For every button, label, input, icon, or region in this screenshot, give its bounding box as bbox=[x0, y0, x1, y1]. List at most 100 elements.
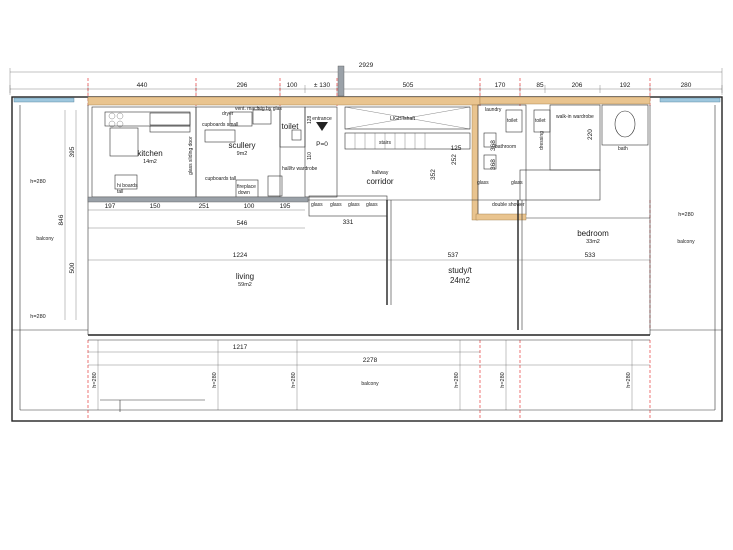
p0-label: P=0 bbox=[316, 141, 328, 148]
dim-395: 395 bbox=[69, 146, 76, 157]
hi-boards-sub-label: tall bbox=[117, 189, 123, 195]
dim-100: 100 bbox=[244, 203, 255, 210]
living-area-label: 59m2 bbox=[238, 282, 252, 288]
dim-331-label: 331 bbox=[343, 219, 354, 226]
dim-110-label: 110 bbox=[307, 152, 313, 160]
h280-b4: h=280 bbox=[454, 372, 460, 387]
dim-top-440: 440 bbox=[137, 82, 148, 89]
dim-top-505: 505 bbox=[403, 82, 414, 89]
exterior-walls bbox=[11, 65, 723, 422]
dim-220-label: 220 bbox=[587, 129, 594, 140]
dim-1224: 1224 bbox=[233, 252, 248, 259]
dim-top-280: 280 bbox=[681, 82, 692, 89]
toilet-entrance-area: toilet entrance P=0 128 110 bbox=[279, 106, 338, 198]
cupboards-small-label: cupboards small bbox=[202, 122, 238, 128]
study-name: study bbox=[448, 266, 467, 275]
glass-hall-2: glass bbox=[330, 202, 342, 208]
study-area-label: 24m2 bbox=[450, 276, 471, 285]
dim-top-170: 170 bbox=[495, 82, 506, 89]
kitchen-area: kitchen 14m2 hi boards tall bbox=[91, 106, 197, 198]
glass-hall-3: glass bbox=[348, 202, 360, 208]
laundry-label: laundry bbox=[485, 107, 502, 113]
bathroom-cluster: laundry bathroom double shower glass gla… bbox=[471, 104, 649, 221]
dim-537: 537 bbox=[448, 252, 459, 259]
scullery-area: scullery 9m2 dryer vent. mach. stg by gl… bbox=[188, 106, 318, 199]
dim-352-label: 352 bbox=[430, 169, 437, 180]
dim-125-label: 125 bbox=[451, 145, 462, 152]
dim-top-206: 206 bbox=[572, 82, 583, 89]
kitchen-area-label: 14m2 bbox=[143, 159, 157, 165]
corridor-annotation: hallway bbox=[372, 170, 389, 176]
dim-1217: 1217 bbox=[233, 344, 248, 351]
dim-546: 546 bbox=[237, 220, 248, 227]
hi-boards-label: hi boards bbox=[117, 183, 138, 189]
bedroom-name: bedroom bbox=[577, 229, 609, 238]
h280-b2: h=280 bbox=[212, 372, 218, 387]
h280-b6: h=280 bbox=[626, 372, 632, 387]
dryer-label: dryer bbox=[222, 111, 234, 117]
double-shower-label: double shower bbox=[492, 202, 525, 208]
h280-left-bottom: h=280 bbox=[30, 314, 45, 320]
h280-b3: h=280 bbox=[291, 372, 297, 387]
corridor-name: corridor bbox=[366, 177, 393, 186]
bath-label: bath bbox=[618, 146, 628, 152]
bathroom-label: bathroom bbox=[495, 144, 516, 150]
interior-wall-line: glass glass glass glass 331 bbox=[87, 195, 650, 330]
balcony-right-label: balcony bbox=[677, 239, 695, 245]
dim-2278: 2278 bbox=[363, 357, 378, 364]
grid-markers bbox=[87, 78, 651, 420]
glass-bath-right: glass bbox=[511, 180, 523, 186]
lightshaft-stairs-corridor: LIGHTshaft stairs corridor hallway 125 3… bbox=[344, 106, 471, 186]
fireplace-label: fireplace bbox=[237, 184, 256, 190]
dim-368b-label: 368 bbox=[490, 159, 497, 170]
study-suffix: /t bbox=[467, 266, 472, 275]
toilet-name: toilet bbox=[282, 122, 300, 131]
walk-in-wardrobe-label: walk-in wardrobe bbox=[556, 114, 594, 120]
dim-197: 197 bbox=[105, 203, 116, 210]
scullery-area-label: 9m2 bbox=[237, 151, 248, 157]
stairs-label: stairs bbox=[379, 140, 391, 146]
kitchen-row-dims: 197 150 251 100 195 546 bbox=[88, 203, 305, 229]
lightshaft-label: LIGHTshaft bbox=[390, 116, 416, 122]
dim-846: 846 bbox=[58, 214, 65, 225]
balcony-left-label: balcony bbox=[36, 236, 54, 242]
dim-150: 150 bbox=[150, 203, 161, 210]
dim-533: 533 bbox=[585, 252, 596, 259]
dim-128-label: 128 bbox=[307, 115, 313, 124]
glass-bath-left: glass bbox=[477, 180, 489, 186]
balcony-bottom-label: balcony bbox=[361, 381, 379, 387]
living-zone: 1224 537 533 living 59m2 study/t 24m2 be… bbox=[88, 229, 650, 288]
kitchen-name: kitchen bbox=[137, 149, 162, 158]
overall-dimension: 2929 bbox=[9, 62, 723, 95]
dim-251: 251 bbox=[199, 203, 210, 210]
vent-mach-label: vent. mach. bbox=[235, 106, 261, 112]
cupboards-tall-label: cupboards tall bbox=[205, 176, 236, 182]
glass-sliding-door-label: glass sliding door bbox=[188, 136, 194, 175]
dim-top-130: ± 130 bbox=[314, 82, 331, 89]
dim-top-192: 192 bbox=[620, 82, 631, 89]
glass-hall-1: glass bbox=[311, 202, 323, 208]
fireplace-sub-label: down bbox=[238, 190, 250, 196]
entrance-label: entrance bbox=[312, 116, 332, 122]
h280-b5: h=280 bbox=[500, 372, 506, 387]
dim-195: 195 bbox=[280, 203, 291, 210]
top-dimension-chain: 440 296 100 ± 130 505 170 85 206 192 280 bbox=[9, 82, 723, 93]
scullery-name: scullery bbox=[228, 141, 255, 150]
glass-hall-4: glass bbox=[366, 202, 378, 208]
dim-top-296: 296 bbox=[237, 82, 248, 89]
stg-label: stg by glas bbox=[258, 106, 282, 112]
left-balcony: balcony h=280 h=280 846 395 500 bbox=[30, 110, 77, 320]
dim-252-label: 252 bbox=[451, 154, 458, 165]
wc-label-1: toilet bbox=[507, 118, 518, 124]
dressing-label: dressing bbox=[539, 131, 545, 150]
overall-dim-label: 2929 bbox=[359, 62, 374, 69]
dim-top-85: 85 bbox=[536, 82, 544, 89]
bedroom-area-label: 33m2 bbox=[586, 239, 600, 245]
h280-b1: h=280 bbox=[92, 372, 98, 387]
wc-label-2: toilet bbox=[535, 118, 546, 124]
dim-top-100: 100 bbox=[287, 82, 298, 89]
h280-left-top: h=280 bbox=[30, 179, 45, 185]
hall-wardrobe-label: hall/tv wardrobe bbox=[282, 166, 318, 172]
right-balcony: balcony h=280 bbox=[677, 212, 695, 245]
